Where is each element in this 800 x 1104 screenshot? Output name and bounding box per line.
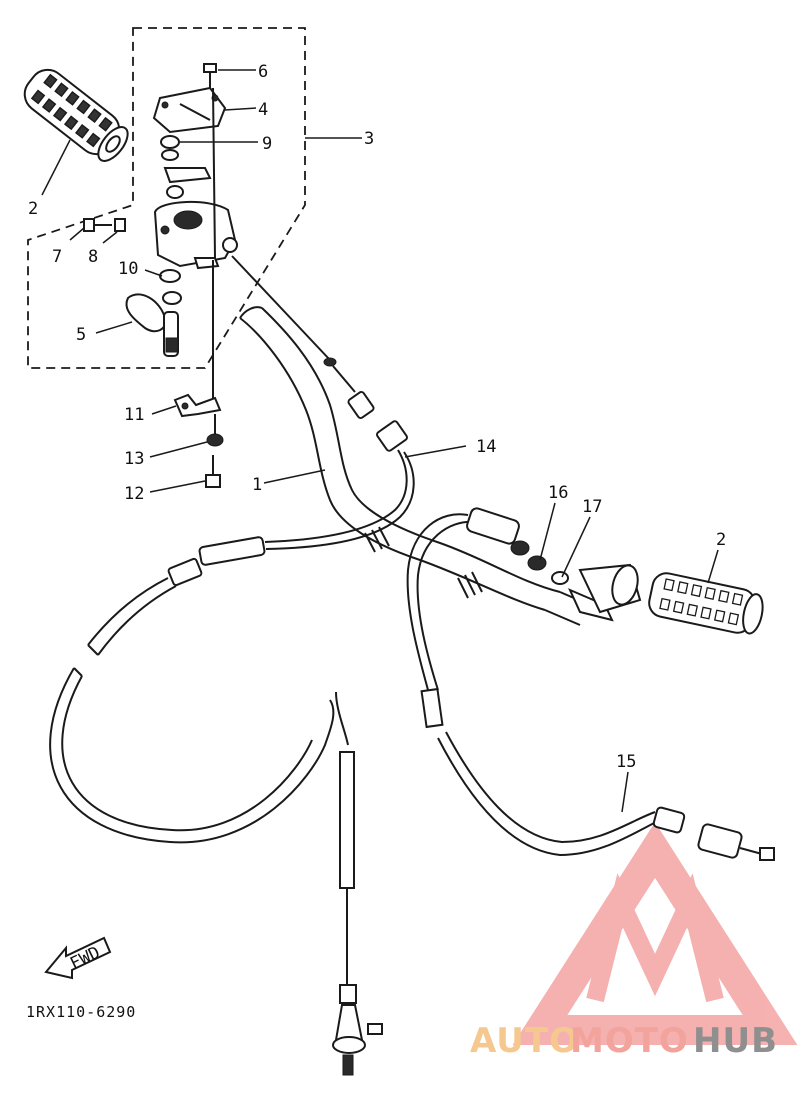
callout-12: 12 [124, 484, 144, 504]
drawing-code: 1RX110-6290 [26, 1003, 136, 1021]
callout-10: 10 [118, 259, 138, 279]
callout-1: 1 [252, 475, 262, 495]
watermark-text: AUTO MOTO HUB [470, 1021, 778, 1061]
callout-2-left: 2 [28, 199, 38, 219]
callout-labels: 6 4 9 3 2 7 8 10 5 11 13 12 1 14 16 17 2… [28, 62, 726, 772]
callout-13: 13 [124, 449, 144, 469]
callout-14: 14 [476, 437, 496, 457]
lower-clamp-parts [173, 260, 224, 488]
callout-7: 7 [52, 247, 62, 267]
throttle-housing [83, 63, 238, 357]
callout-11: 11 [124, 405, 144, 425]
callout-2-right: 2 [716, 530, 726, 550]
watermark-hub: HUB [693, 1021, 778, 1061]
lever-cable [406, 507, 775, 861]
callout-9: 9 [262, 134, 272, 154]
watermark-auto: AUTO [470, 1021, 579, 1061]
fwd-arrow: FWD [44, 936, 112, 980]
callout-15: 15 [616, 752, 636, 772]
watermark-moto: MOTO [570, 1021, 689, 1061]
throttle-cable [49, 255, 415, 1076]
switch-assembly-dashed-boundary [27, 27, 306, 369]
right-grip [578, 563, 764, 635]
callout-8: 8 [88, 247, 98, 267]
callout-17: 17 [582, 497, 602, 517]
callout-16: 16 [548, 483, 568, 503]
watermark-logo [512, 822, 798, 1045]
leader-lines [41, 69, 719, 813]
callout-5: 5 [76, 325, 86, 345]
left-grip [23, 68, 129, 162]
callout-3: 3 [364, 129, 374, 149]
callout-4: 4 [258, 100, 268, 120]
handlebar [239, 306, 591, 626]
callout-6: 6 [258, 62, 268, 82]
